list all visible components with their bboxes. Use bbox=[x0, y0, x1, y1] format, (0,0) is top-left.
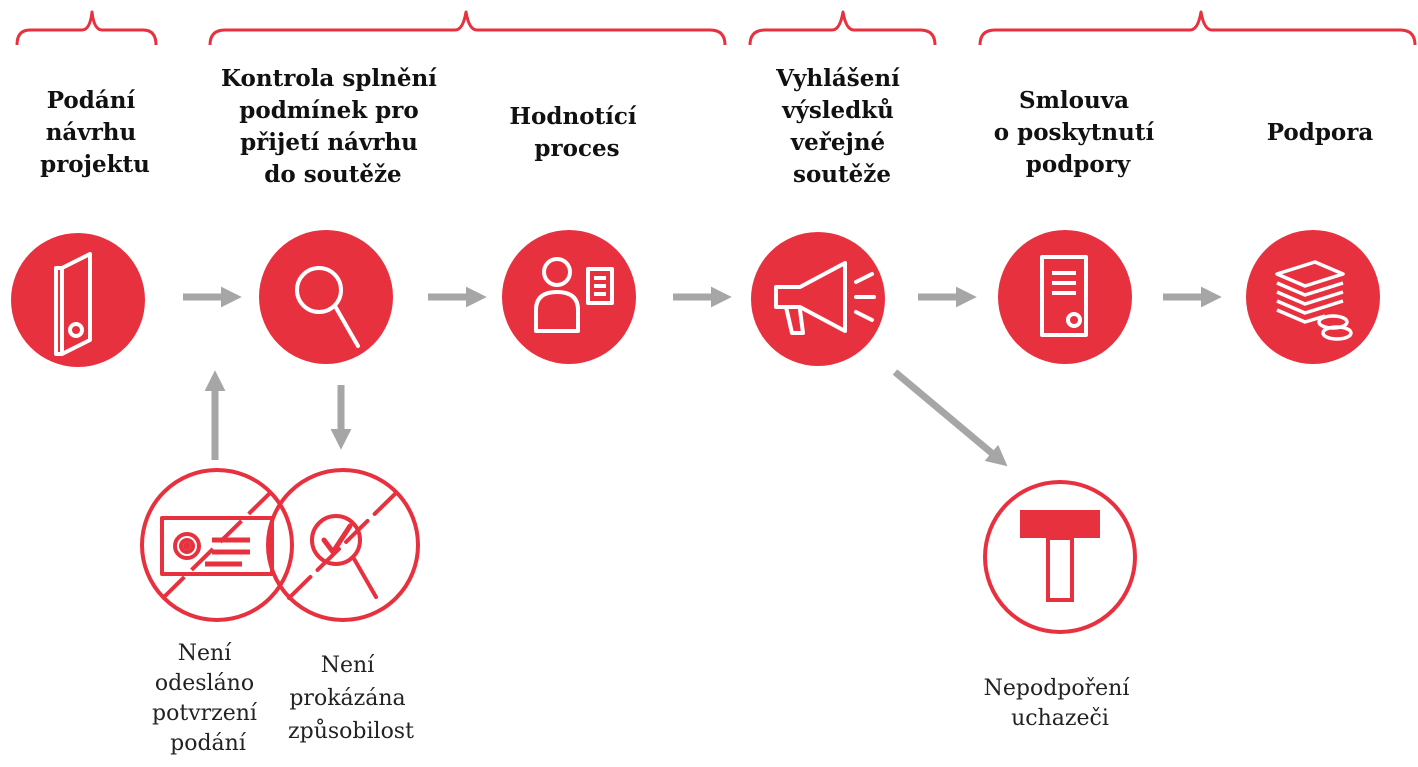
outcome-label-not-eligible: Není prokázána způsobilost bbox=[288, 653, 414, 744]
outcome-icons bbox=[140, 468, 1137, 634]
outcome-label-line: podání bbox=[170, 731, 247, 756]
outcome-label-line: potvrzení bbox=[152, 701, 258, 726]
step-circle bbox=[751, 232, 885, 366]
step-title-line: Smlouva bbox=[1019, 87, 1129, 114]
outcome-circle bbox=[266, 468, 420, 622]
phase-bracket-submission bbox=[15, 10, 158, 46]
step-circle bbox=[998, 230, 1132, 364]
step-title-line: soutěže bbox=[793, 161, 891, 188]
step-title-announcement: Vyhlášení výsledků veřejné soutěže bbox=[775, 65, 908, 188]
step-contract bbox=[998, 230, 1132, 364]
step-title-eligibility-check: Kontrola splnění podmínek pro přijetí ná… bbox=[221, 65, 445, 188]
step-title-line: veřejné bbox=[790, 129, 885, 156]
rejection-icon bbox=[1020, 510, 1100, 602]
step-title-line: o poskytnutí bbox=[994, 119, 1155, 146]
outcome-label-line: Nepodpoření bbox=[984, 676, 1131, 701]
outcome-label-line: Není bbox=[321, 653, 375, 678]
crossed-eligibility-icon bbox=[287, 490, 399, 600]
outcome-label-line: Není bbox=[178, 641, 232, 666]
step-circle bbox=[11, 233, 145, 367]
phase-bracket-support bbox=[978, 10, 1417, 46]
money-stack-icon bbox=[1275, 260, 1353, 341]
phase-bracket-announcement bbox=[748, 10, 937, 46]
step-support bbox=[1246, 230, 1380, 364]
outcome-label-line: prokázána bbox=[289, 686, 405, 711]
outcome-not-sent bbox=[140, 468, 294, 622]
document-binder-icon bbox=[54, 252, 92, 356]
outcome-circle bbox=[140, 468, 294, 622]
step-circle bbox=[259, 230, 393, 364]
outcome-label-line: uchazeči bbox=[1011, 706, 1109, 731]
outcome-labels: Není odesláno potvrzení podání Není prok… bbox=[152, 641, 1137, 756]
outcome-rejected bbox=[983, 480, 1137, 634]
flow-arrows bbox=[183, 286, 1222, 467]
step-title-support: Podpora bbox=[1267, 119, 1374, 146]
step-title-line: podmínek pro bbox=[239, 97, 418, 124]
megaphone-icon bbox=[774, 261, 876, 335]
step-submission bbox=[11, 233, 145, 367]
step-circle bbox=[502, 230, 636, 364]
step-evaluation bbox=[502, 230, 636, 364]
step-title-line: návrhu bbox=[46, 119, 137, 146]
step-title-line: výsledků bbox=[781, 97, 894, 124]
step-title-line: Vyhlášení bbox=[775, 65, 900, 92]
step-eligibility-check bbox=[259, 230, 393, 364]
outcome-label-line: způsobilost bbox=[288, 717, 414, 744]
magnifier-icon bbox=[295, 266, 360, 348]
step-announcement bbox=[751, 232, 885, 366]
crossed-email-icon bbox=[160, 490, 274, 600]
outcome-label-line: odesláno bbox=[155, 671, 254, 696]
step-title-line: podpory bbox=[1026, 151, 1131, 178]
outcome-label-rejected: Nepodpoření uchazeči bbox=[984, 676, 1137, 731]
evaluator-profile-icon bbox=[534, 257, 614, 333]
step-title-line: Podání bbox=[47, 87, 136, 114]
step-title-contract: Smlouva o poskytnutí podpory bbox=[994, 87, 1162, 178]
step-title-line: do soutěže bbox=[264, 161, 401, 188]
step-circles bbox=[11, 230, 1380, 367]
step-title-line: proces bbox=[534, 135, 619, 162]
step-title-line: Kontrola splnění bbox=[221, 65, 437, 92]
contract-icon bbox=[1040, 255, 1088, 337]
step-title-line: Hodnotící bbox=[509, 103, 637, 130]
phase-bracket-evaluation bbox=[208, 10, 727, 46]
outcome-not-eligible bbox=[266, 468, 420, 622]
step-title-line: Podpora bbox=[1267, 119, 1374, 146]
step-circle bbox=[1246, 230, 1380, 364]
outcome-label-not-sent: Není odesláno potvrzení podání bbox=[152, 641, 264, 756]
reject-arrow bbox=[892, 369, 1008, 467]
step-title-submission: Podání návrhu projektu bbox=[40, 87, 150, 178]
outcome-circle bbox=[983, 480, 1137, 634]
phase-brackets bbox=[15, 10, 1417, 46]
step-title-line: přijetí návrhu bbox=[240, 129, 418, 156]
step-title-line: projektu bbox=[40, 151, 150, 178]
step-title-evaluation: Hodnotící proces bbox=[509, 103, 644, 162]
step-titles: Podání návrhu projektu Kontrola splnění … bbox=[40, 65, 1373, 188]
